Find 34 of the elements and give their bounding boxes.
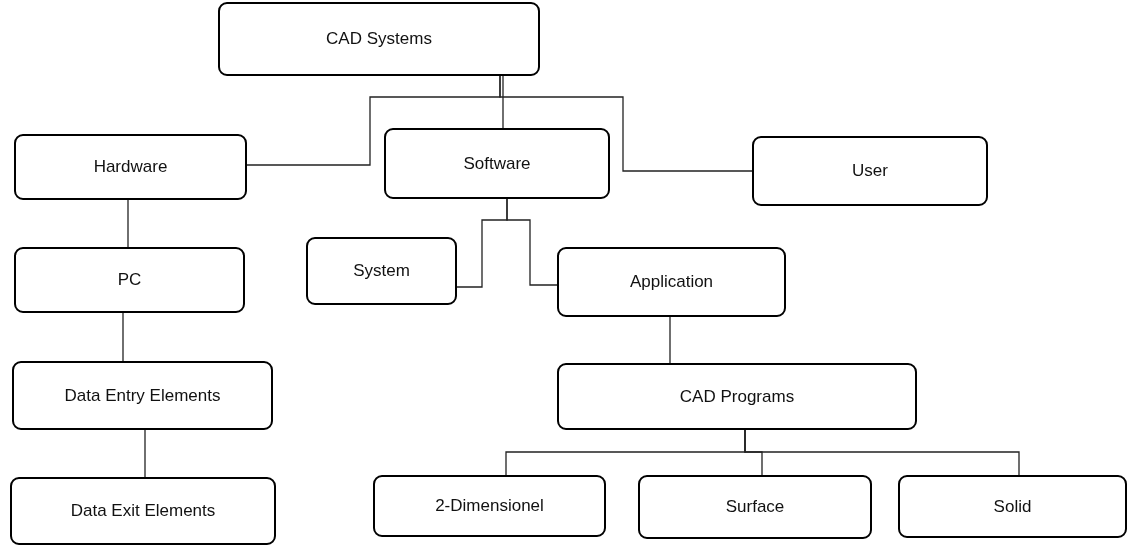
connector-line [669, 316, 671, 364]
node-label: CAD Systems [326, 29, 432, 49]
node-label: Application [629, 272, 714, 292]
node-label: System [353, 261, 410, 281]
node-label: Solid [993, 496, 1032, 517]
connector-line [502, 75, 504, 129]
process-box [373, 475, 606, 537]
node-label: User [852, 161, 888, 181]
node-label: Data Entry Elements [64, 385, 221, 406]
node-label: Software [463, 153, 531, 174]
node-label: Surface [725, 497, 785, 517]
process-box [10, 477, 276, 545]
process-box [12, 361, 273, 430]
node-label: PC [117, 270, 142, 290]
connector-line [506, 198, 558, 286]
process-box [14, 134, 247, 200]
node-label: Data Exit Elements [70, 501, 216, 521]
node-label: 2-Dimensionel [435, 496, 544, 516]
process-box [384, 128, 610, 199]
connector-line [499, 75, 753, 172]
process-box [306, 237, 457, 305]
process-box [218, 2, 540, 76]
connector-line [144, 429, 146, 478]
process-box [752, 136, 988, 206]
process-box [557, 247, 786, 317]
process-box [898, 475, 1127, 538]
node-label: CAD Programs [679, 386, 795, 407]
connector-line [744, 429, 1020, 476]
process-box [557, 363, 917, 430]
node-label: Hardware [93, 157, 168, 177]
connector-line [122, 312, 124, 362]
process-box [14, 247, 245, 313]
process-box [638, 475, 872, 539]
connector-line [127, 199, 129, 248]
